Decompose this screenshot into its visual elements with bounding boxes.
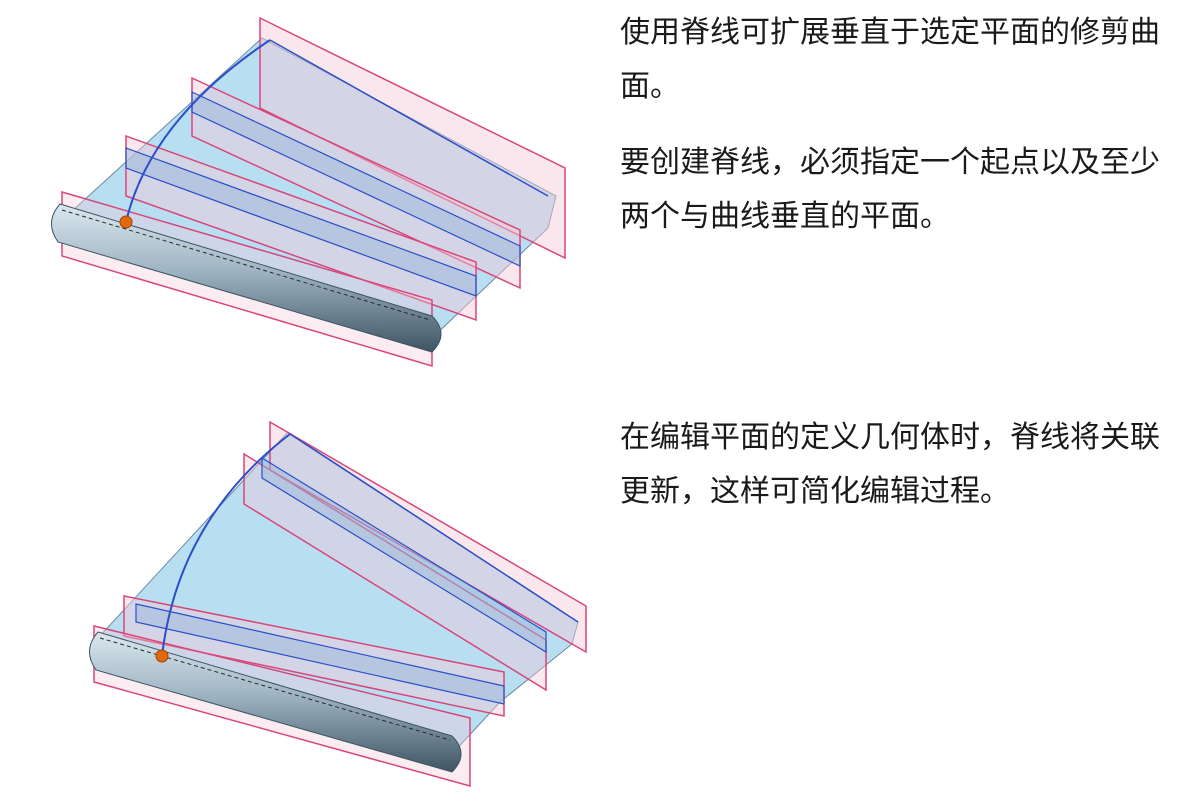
spine-curve xyxy=(125,39,271,223)
perpendicular-plane-1 xyxy=(269,420,587,654)
surface-strip-2 xyxy=(125,147,477,297)
paragraph-spine-extend: 使用脊线可扩展垂直于选定平面的修剪曲面。 xyxy=(620,15,1160,104)
description-top: 使用脊线可扩展垂直于选定平面的修剪曲面。 要创建脊线，必须指定一个起点以及至少两… xyxy=(620,6,1160,266)
leading-edge-cylinder xyxy=(51,203,442,353)
spine-diagram-fanned xyxy=(89,420,587,787)
surface-strip-1 xyxy=(261,456,547,654)
paragraph-spine-create: 要创建脊线，必须指定一个起点以及至少两个与曲线垂直的平面。 xyxy=(620,145,1160,234)
spine-start-point-icon xyxy=(119,215,133,229)
spine-diagram-parallel xyxy=(51,16,566,368)
paragraph-spine-associative: 在编辑平面的定义几何体时，脊线将关联更新，这样可简化编辑过程。 xyxy=(620,420,1160,509)
spine-start-point-icon xyxy=(155,649,169,663)
leading-edge-cylinder xyxy=(89,631,462,773)
spine-figure-fanned xyxy=(0,400,600,799)
description-bottom: 在编辑平面的定义几何体时，脊线将关联更新，这样可简化编辑过程。 xyxy=(620,411,1160,541)
surface-strip-2 xyxy=(135,603,505,705)
spine-figure-parallel xyxy=(0,0,600,390)
spine-curve xyxy=(161,433,291,657)
